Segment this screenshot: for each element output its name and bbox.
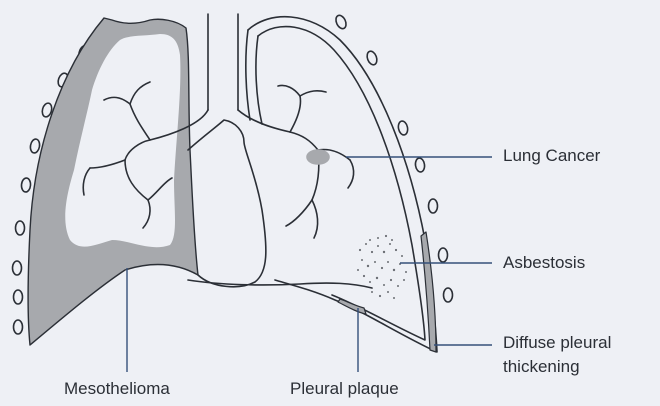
label-lung-cancer: Lung Cancer [503,145,600,167]
trachea [208,14,238,110]
label-pleural-plaque: Pleural plaque [290,378,399,400]
label-asbestosis: Asbestosis [503,252,585,274]
label-thickening: thickening [503,356,580,378]
label-mesothelioma: Mesothelioma [64,378,170,400]
heart-outline [188,120,266,287]
label-diffuse-pleural: Diffuse pleural [503,332,611,354]
asbestosis-speckles [357,235,407,299]
diffuse-pleural-thickening [421,232,436,352]
lung-cancer-nodule [307,150,329,164]
right-lung-medial [246,30,262,124]
right-lung-inner [258,27,425,340]
rib-markers-right [334,14,453,302]
pleural-plaque [338,299,366,314]
